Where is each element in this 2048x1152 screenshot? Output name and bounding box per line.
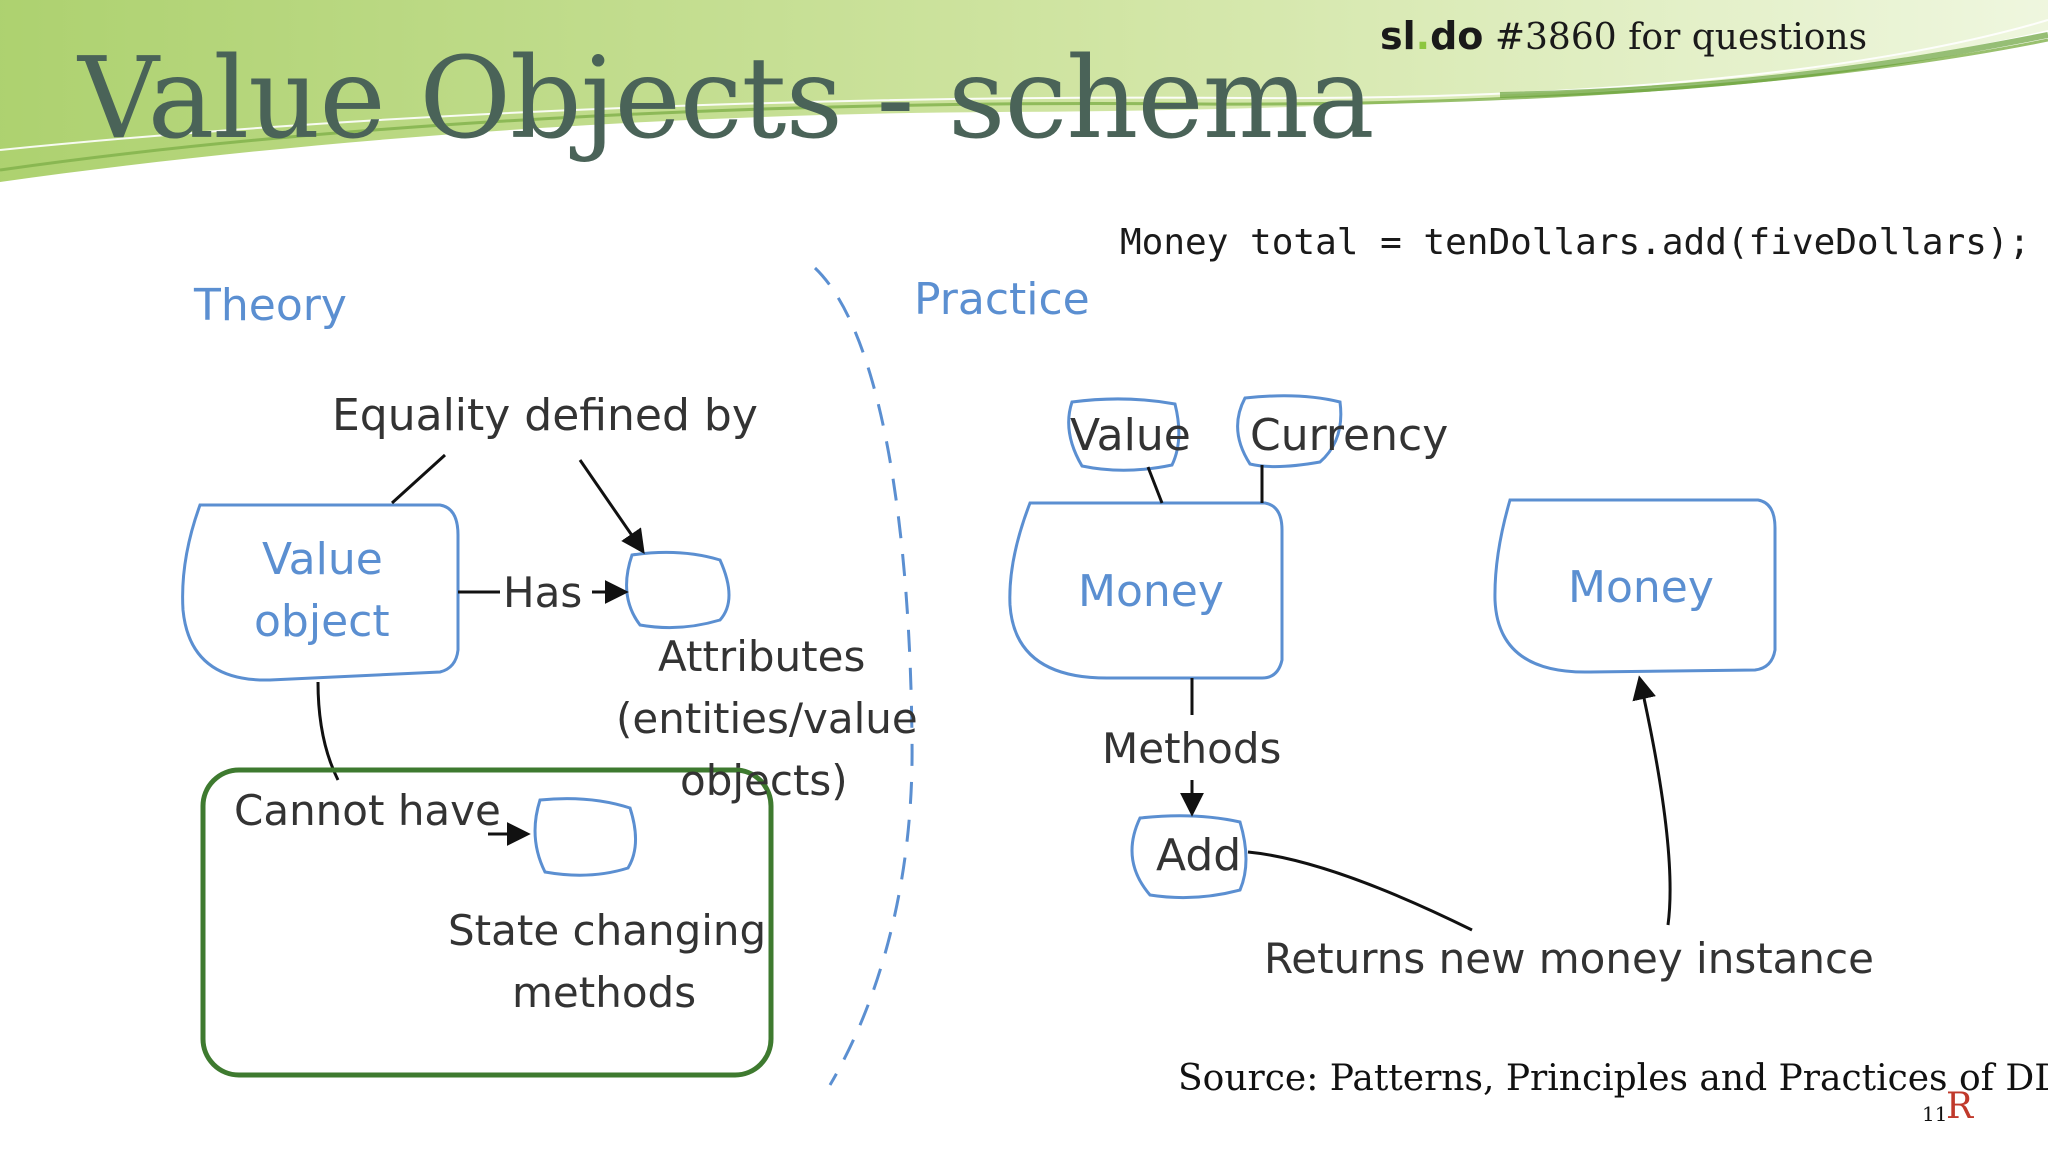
add-label: Add xyxy=(1156,830,1242,881)
attributes-label-line1: Attributes xyxy=(658,632,866,681)
banner-wave xyxy=(0,0,2048,182)
practice-connectors xyxy=(1146,465,1672,932)
slido-text: #3860 for questions xyxy=(1494,17,1868,58)
value-label: Value xyxy=(1070,410,1191,461)
has-label: Has xyxy=(503,568,583,617)
attributes-label-line3: objects) xyxy=(680,756,848,805)
theory-shapes xyxy=(181,503,731,877)
dashed-divider xyxy=(813,266,914,1086)
corner-logo: R xyxy=(1946,1086,1974,1127)
highlight-box xyxy=(200,767,774,1078)
currency-blob xyxy=(1236,394,1343,469)
value-object-label-line1: Value xyxy=(262,534,383,585)
money-left-label: Money xyxy=(1078,566,1224,617)
code-snippet: Money total = tenDollars.add(fiveDollars… xyxy=(1120,222,2031,263)
page-number: 11 xyxy=(1922,1102,1948,1126)
theory-heading: Theory xyxy=(194,280,347,331)
methods-label: Methods xyxy=(1102,724,1282,773)
money-left-box xyxy=(1008,501,1284,680)
attributes-blob xyxy=(625,550,731,630)
money-right-label: Money xyxy=(1568,562,1714,613)
value-object-box xyxy=(181,503,460,682)
attributes-label-line2: (entities/value xyxy=(616,694,918,743)
slido-banner: sl.do #3860 for questions xyxy=(1380,14,1867,58)
value-object-label-line2: object xyxy=(254,596,390,647)
equality-label: Equality defined by xyxy=(332,390,758,441)
practice-shapes xyxy=(1008,394,1777,900)
currency-label: Currency xyxy=(1250,410,1449,461)
source-citation: Source: Patterns, Principles and Practic… xyxy=(1178,1058,2048,1099)
state-blob xyxy=(533,797,637,877)
state-changing-label-line2: methods xyxy=(512,968,697,1017)
practice-heading: Practice xyxy=(914,274,1090,325)
value-blob xyxy=(1067,397,1181,472)
state-changing-label-line1: State changing xyxy=(448,906,767,955)
returns-label: Returns new money instance xyxy=(1264,934,1874,983)
slide-title: Value Objects - schema xyxy=(78,34,1375,164)
money-right-box xyxy=(1493,498,1777,674)
add-blob xyxy=(1130,814,1248,900)
cannot-have-label: Cannot have xyxy=(234,786,501,835)
slido-logo: sl.do xyxy=(1380,14,1484,58)
